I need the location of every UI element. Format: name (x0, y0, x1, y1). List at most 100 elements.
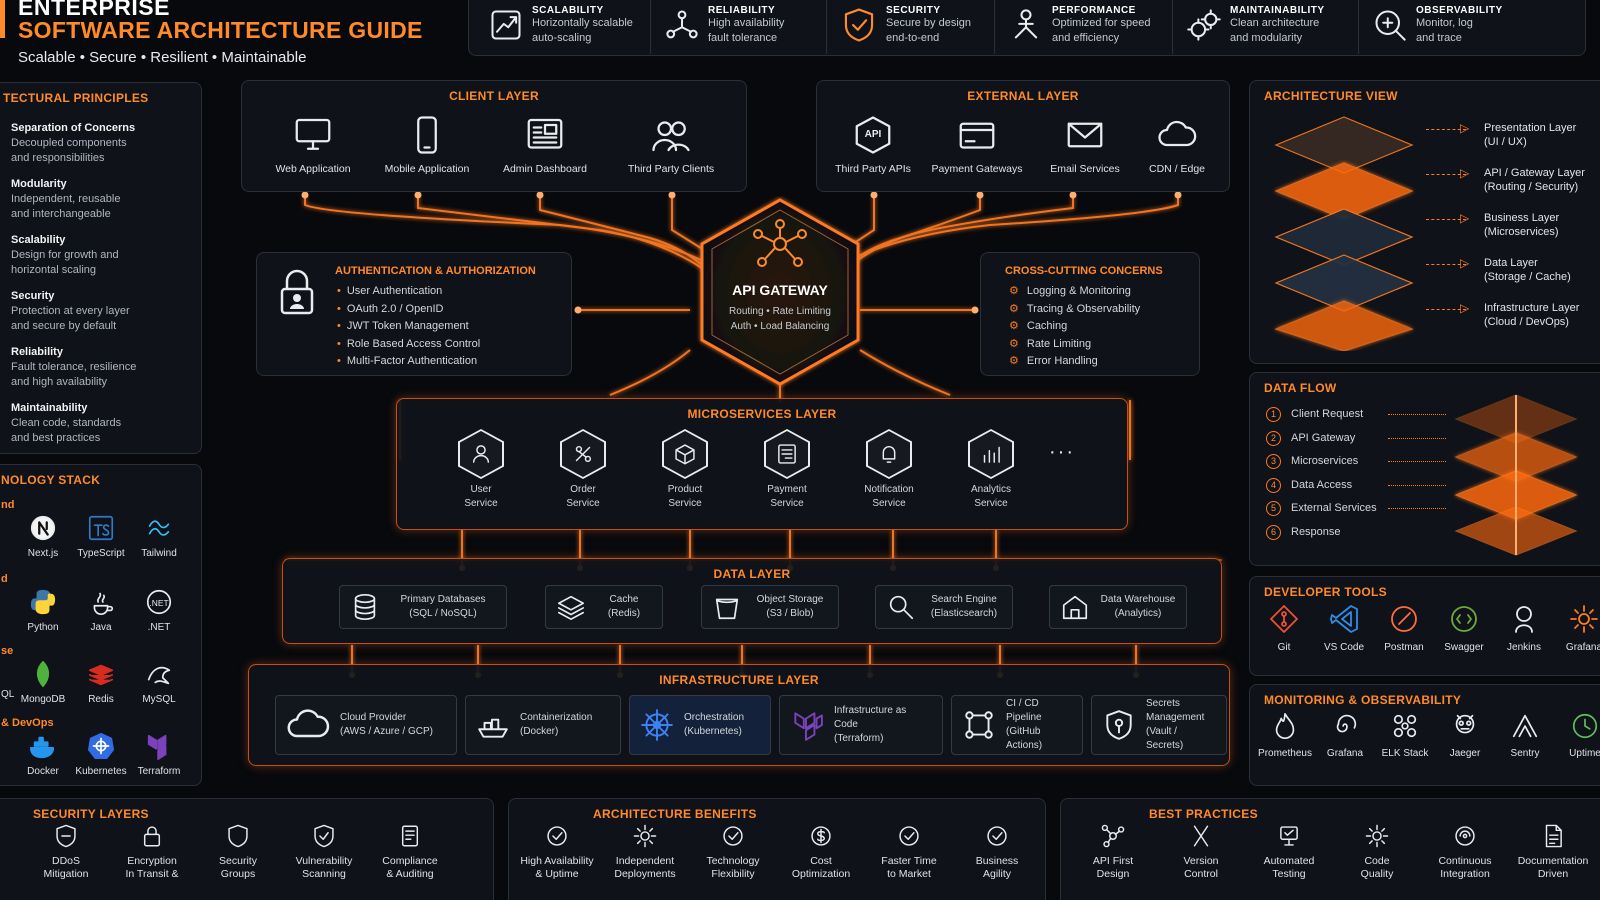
service-hex-frame (764, 429, 810, 479)
security-layers-item-title: Encryption (127, 855, 177, 867)
external-item[interactable]: Payment Gateways (927, 115, 1027, 176)
security-layers-item-title: Vulnerability (295, 855, 353, 867)
security-layers-item: Compliance& Auditing (365, 823, 455, 881)
feature-bar (468, 0, 1586, 56)
infra-name: Secrets Management (1146, 698, 1205, 723)
data-store-item[interactable]: Primary Databases(SQL / NoSQL) (339, 585, 507, 629)
monitoring-tool-grafana[interactable]: Grafana (1316, 711, 1374, 760)
gateway-line2: Auth • Load Balancing (730, 321, 830, 332)
monitoring-tool-elkstack[interactable]: ELK Stack (1376, 711, 1434, 760)
best-practices-item-title: Documentation (1517, 855, 1589, 867)
infra-item[interactable]: Containerization(Docker) (465, 695, 621, 755)
external-item[interactable]: CDN / Edge (1127, 115, 1227, 176)
data-store-item[interactable]: Object Storage(S3 / Blob) (701, 585, 839, 629)
arch-layer-detail: (UI / UX) (1484, 136, 1527, 148)
dev-tool-jenkins[interactable]: Jenkins (1496, 603, 1552, 654)
infra-item[interactable]: Infrastructure as Code(Terraform) (779, 695, 943, 755)
principles-title: TECTURAL PRINCIPLES (3, 91, 149, 105)
infra-item[interactable]: Orchestration(Kubernetes) (629, 695, 771, 755)
tech-item-label: MongoDB (20, 694, 66, 705)
client-item[interactable]: Third Party Clients (612, 115, 730, 176)
gear-icon (599, 823, 691, 849)
swagger-icon (1436, 603, 1492, 635)
client-item-label: Mobile Application (384, 163, 470, 175)
client-item[interactable]: Admin Dashboard (486, 115, 604, 176)
monitoring-tool-jaeger[interactable]: Jaeger (1436, 711, 1494, 760)
data-store-text: Primary Databases(SQL / NoSQL) (390, 593, 496, 621)
dev-tool-grafana[interactable]: Grafana (1556, 603, 1600, 654)
dev-tool-vscode[interactable]: VS Code (1316, 603, 1372, 654)
feature-desc-1: High availability (708, 16, 785, 29)
infra-item[interactable]: Secrets Management(Vault / Secrets) (1091, 695, 1227, 755)
monitoring-tool-uptime[interactable]: Uptime (1556, 711, 1600, 760)
principle-name: Modularity (11, 178, 67, 190)
phone-icon (368, 115, 486, 155)
arrow-right-icon (1426, 174, 1466, 175)
benefits-title: ARCHITECTURE BENEFITS (593, 807, 757, 821)
flow-arrow (1388, 508, 1446, 509)
flow-step-number: 3 (1266, 454, 1281, 470)
infra-detail: (Terraform) (834, 733, 884, 744)
best-practices-item-subtitle: Quality (1360, 868, 1394, 880)
dev-tool-postman[interactable]: Postman (1376, 603, 1432, 654)
gateway-network-icon (748, 218, 812, 277)
benefits-item-subtitle: Agility (982, 868, 1011, 880)
benefits-item-subtitle: & Uptime (535, 868, 579, 880)
best-practices-item-subtitle: Driven (1537, 868, 1569, 880)
data-store-item[interactable]: Data Warehouse(Analytics) (1049, 585, 1187, 629)
api-gateway[interactable]: API GATEWAY Routing • Rate Limiting Auth… (696, 196, 864, 388)
best-practices-item-subtitle: Design (1096, 868, 1130, 880)
infra-item[interactable]: CI / CD Pipeline(GitHub Actions) (951, 695, 1083, 755)
infra-layer-panel: INFRASTRUCTURE LAYER Cloud Provider(AWS … (248, 664, 1230, 766)
client-item[interactable]: Mobile Application (368, 115, 486, 176)
database-icon (350, 592, 380, 622)
uptime-icon (1556, 711, 1600, 741)
data-store-item[interactable]: Cache(Redis) (545, 585, 663, 629)
jenkins-icon (1496, 603, 1552, 635)
infra-detail: (Kubernetes) (684, 726, 742, 737)
flow-arrow (1388, 461, 1446, 462)
best-practices-item-title: Code (1364, 855, 1390, 867)
arch-layer-label: API / Gateway Layer(Routing / Security) (1484, 166, 1585, 194)
dev-tool-label: Git (1277, 642, 1291, 653)
monitoring-tool-prometheus[interactable]: Prometheus (1256, 711, 1314, 760)
client-item[interactable]: Web Application (254, 115, 372, 176)
dev-tool-swagger[interactable]: Swagger (1436, 603, 1492, 654)
feature-divider (994, 0, 995, 54)
principle-desc-2: and responsibilities (11, 152, 105, 164)
client-layer-title: CLIENT LAYER (449, 89, 539, 103)
dev-tool-label: Swagger (1444, 642, 1484, 653)
external-item[interactable]: Email Services (1035, 115, 1135, 176)
data-store-detail: (Analytics) (1114, 608, 1162, 619)
feature-desc-2: auto-scaling (532, 31, 592, 44)
benefits-item: High Availability& Uptime (511, 823, 603, 881)
ddos-mitigation-icon (21, 823, 111, 849)
monitoring-tool-sentry[interactable]: Sentry (1496, 711, 1554, 760)
check-circle-icon (687, 823, 779, 849)
principle-name: Separation of Concerns (11, 122, 136, 134)
data-store-name: Object Storage (756, 594, 824, 605)
data-store-item[interactable]: Search Engine(Elasticsearch) (875, 585, 1013, 629)
cross-cutting-item: Caching (1009, 318, 1140, 336)
data-store-detail: (SQL / NoSQL) (409, 608, 477, 619)
feature-desc-1: Horizontally scalable (532, 16, 633, 29)
infra-detail: (GitHub Actions) (1006, 726, 1043, 751)
dev-tool-git[interactable]: Git (1256, 603, 1312, 654)
nextjs-icon (15, 513, 71, 543)
infra-item[interactable]: Cloud Provider(AWS / Azure / GCP) (275, 695, 457, 755)
